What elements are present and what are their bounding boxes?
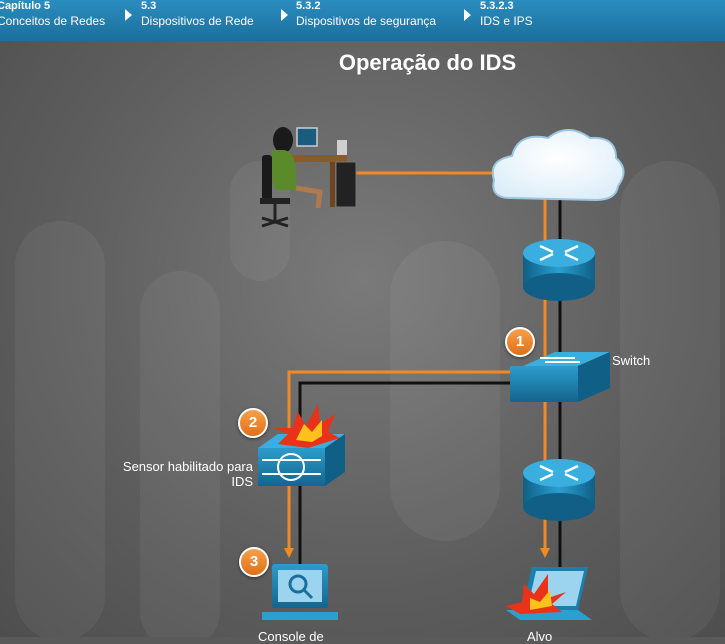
breadcrumb-subsection-number: 5.3.2 [296, 0, 321, 12]
background-shape [15, 221, 105, 637]
chevron-right-icon [125, 9, 132, 21]
traffic-flows [284, 171, 550, 558]
sensor-label-line1: Sensor habilitado para [122, 459, 253, 474]
switch-icon [510, 352, 610, 402]
breadcrumb-chapter-label: Conceitos de Redes [0, 14, 106, 28]
sensor-cable-black [298, 381, 520, 600]
chevron-right-icon [464, 9, 471, 21]
background-shape [140, 271, 220, 637]
step-badge-1[interactable]: 1 [505, 327, 535, 357]
target-laptop-icon [506, 567, 592, 620]
alert-burst-icon [274, 404, 340, 448]
sensor-label: Sensor habilitado para IDS [90, 459, 253, 489]
management-console-icon [262, 564, 338, 620]
step-badge-3[interactable]: 3 [239, 547, 269, 577]
background-shape [620, 161, 720, 637]
switch-label: Switch [612, 353, 651, 368]
diagram-title: Operação do IDS [338, 50, 517, 75]
attacker-workstation-icon [260, 127, 357, 228]
step-badge-2[interactable]: 2 [238, 408, 268, 438]
router-icon [523, 239, 595, 301]
breadcrumb-chapter[interactable]: Capítulo 5 Conceitos de Redes [0, 0, 105, 29]
breadcrumb-subsection-label: Dispositivos de segurança [296, 14, 437, 28]
sensor-label-line2: IDS [231, 474, 253, 489]
switch-to-sensor-flow [287, 370, 520, 445]
background-shape [390, 241, 500, 541]
breadcrumb-subsection[interactable]: 5.3.2 Dispositivos de segurança [296, 0, 436, 29]
breadcrumb-topic-number: 5.3.2.3 [480, 0, 514, 12]
router-icon [523, 459, 595, 521]
chevron-right-icon [281, 9, 288, 21]
breadcrumb-topic[interactable]: 5.3.2.3 IDS e IPS [480, 0, 533, 29]
breadcrumb-section-number: 5.3 [141, 0, 157, 12]
breadcrumb-topic-label: IDS e IPS [480, 14, 533, 28]
breadcrumb-section-label: Dispositivos de Rede [141, 14, 254, 28]
breadcrumb-chapter-number: Capítulo 5 [0, 0, 51, 12]
breadcrumb: Capítulo 5 Conceitos de Redes 5.3 Dispos… [0, 0, 725, 41]
breadcrumb-section[interactable]: 5.3 Dispositivos de Rede [141, 0, 254, 29]
internet-cloud-icon [491, 129, 625, 202]
